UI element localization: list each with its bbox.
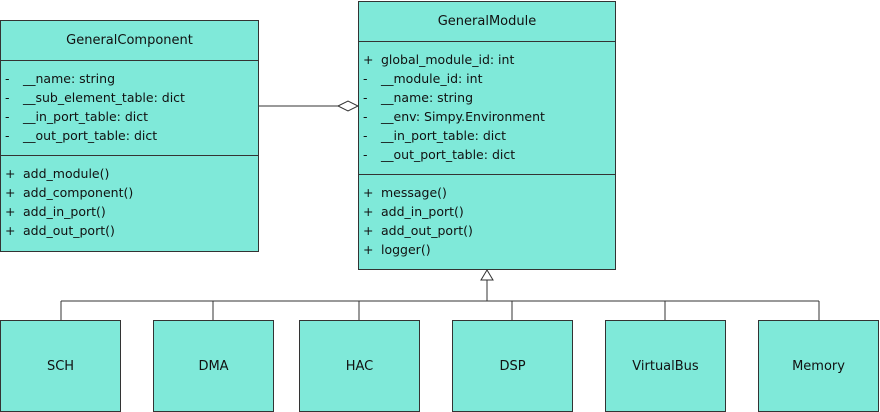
method-row: + add_component(): [1, 183, 258, 202]
methods-section: + add_module() + add_component() + add_in_p…: [1, 156, 258, 240]
method-row: + add_in_port(): [359, 202, 615, 221]
attribute-row: -__sub_element_table: dict: [1, 88, 258, 107]
visibility-marker: +: [5, 185, 16, 200]
class-name: DMA: [198, 358, 229, 374]
visibility-marker: +: [5, 223, 16, 238]
class-name: GeneralComponent: [1, 21, 258, 61]
general-component-class[interactable]: GeneralComponent -__name: string -__sub_…: [0, 20, 259, 252]
class-name: SCH: [46, 358, 75, 374]
visibility-marker: -: [5, 128, 10, 143]
attribute-text: __module_id: int: [381, 71, 483, 86]
attribute-row: -__in_port_table: dict: [359, 126, 615, 145]
method-text: add_module(): [23, 166, 110, 181]
method-text: logger(): [381, 242, 431, 257]
attribute-row: -__name: string: [359, 88, 615, 107]
class-name: DSP: [499, 358, 526, 374]
attribute-text: __in_port_table: dict: [23, 109, 149, 124]
visibility-marker: -: [363, 90, 368, 105]
class-dsp[interactable]: DSP: [452, 320, 573, 412]
class-name: Memory: [792, 358, 845, 374]
attribute-row: -__out_port_table: dict: [359, 145, 615, 164]
class-dma[interactable]: DMA: [153, 320, 274, 412]
general-module-class[interactable]: GeneralModule +global_module_id: int -__…: [358, 1, 616, 270]
attribute-text: __out_port_table: dict: [23, 128, 158, 143]
aggregation-diamond: [336, 100, 360, 112]
method-row: + message(): [359, 183, 615, 202]
visibility-marker: +: [5, 166, 16, 181]
visibility-marker: +: [5, 204, 16, 219]
class-memory[interactable]: Memory: [758, 320, 879, 412]
visibility-marker: +: [363, 185, 374, 200]
method-text: add_out_port(): [381, 223, 473, 238]
visibility-marker: -: [5, 109, 10, 124]
class-sch[interactable]: SCH: [0, 320, 121, 412]
method-row: + add_module(): [1, 164, 258, 183]
inheritance-arrowhead: [480, 269, 494, 281]
method-row: + add_in_port(): [1, 202, 258, 221]
class-hac[interactable]: HAC: [299, 320, 420, 412]
attribute-text: __env: Simpy.Environment: [381, 109, 545, 124]
attribute-text: __out_port_table: dict: [381, 147, 516, 162]
attribute-row: -__out_port_table: dict: [1, 126, 258, 145]
methods-section: + message() + add_in_port() + add_out_port(…: [359, 175, 615, 259]
method-row: + add_out_port(): [1, 221, 258, 240]
method-text: add_out_port(): [23, 223, 115, 238]
attribute-text: global_module_id: int: [381, 52, 515, 67]
visibility-marker: -: [363, 147, 368, 162]
class-name: HAC: [345, 358, 374, 374]
method-text: message(): [381, 185, 447, 200]
attributes-section: -__name: string -__sub_element_table: di…: [1, 61, 258, 156]
attribute-row: -__name: string: [1, 69, 258, 88]
class-virtualbus[interactable]: VirtualBus: [605, 320, 726, 412]
visibility-marker: -: [363, 109, 368, 124]
visibility-marker: +: [363, 242, 374, 257]
method-text: add_in_port(): [23, 204, 106, 219]
method-row: + logger(): [359, 240, 615, 259]
attributes-section: +global_module_id: int -__module_id: int…: [359, 42, 615, 175]
visibility-marker: +: [363, 204, 374, 219]
visibility-marker: -: [5, 90, 10, 105]
visibility-marker: +: [363, 223, 374, 238]
class-name: GeneralModule: [359, 2, 615, 42]
method-text: add_component(): [23, 185, 134, 200]
attribute-text: __sub_element_table: dict: [23, 90, 185, 105]
attribute-row: -__in_port_table: dict: [1, 107, 258, 126]
attribute-row: -__module_id: int: [359, 69, 615, 88]
method-text: add_in_port(): [381, 204, 464, 219]
class-name: VirtualBus: [632, 358, 699, 374]
attribute-text: __in_port_table: dict: [381, 128, 507, 143]
visibility-marker: +: [363, 52, 374, 67]
attribute-row: + global_module_id: int: [359, 50, 615, 69]
attribute-row: -__env: Simpy.Environment: [359, 107, 615, 126]
visibility-marker: -: [363, 128, 368, 143]
visibility-marker: -: [363, 71, 368, 86]
attribute-text: __name: string: [23, 71, 116, 86]
attribute-text: __name: string: [381, 90, 474, 105]
visibility-marker: -: [5, 71, 10, 86]
method-row: + add_out_port(): [359, 221, 615, 240]
